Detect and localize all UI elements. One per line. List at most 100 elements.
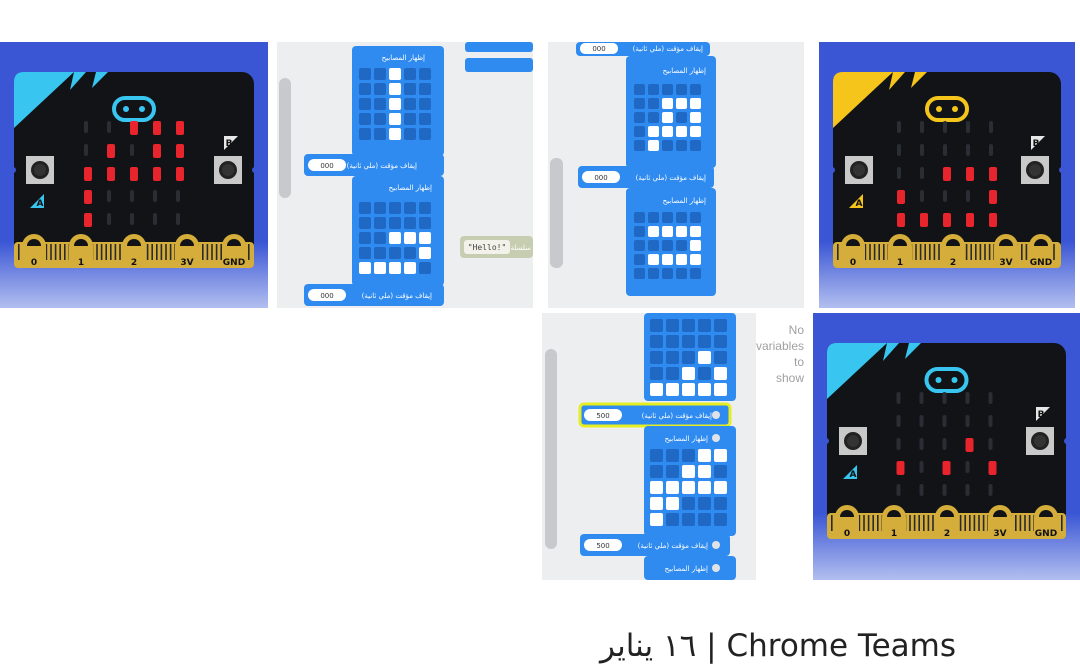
- led-toggle-cell[interactable]: [690, 212, 701, 223]
- pin-0[interactable]: 0: [841, 234, 865, 268]
- led-toggle-cell[interactable]: [662, 126, 673, 137]
- led-toggle-cell[interactable]: [648, 226, 659, 237]
- led-toggle-cell[interactable]: [714, 481, 727, 494]
- led-toggle-cell[interactable]: [648, 84, 659, 95]
- led-toggle-cell[interactable]: [682, 465, 695, 478]
- led-toggle-cell[interactable]: [650, 335, 663, 348]
- led-toggle-cell[interactable]: [648, 212, 659, 223]
- led-toggle-cell[interactable]: [682, 383, 695, 396]
- pin-2[interactable]: 2: [935, 505, 959, 539]
- led-toggle-cell[interactable]: [359, 247, 371, 259]
- led-toggle-cell[interactable]: [682, 449, 695, 462]
- button-a[interactable]: [26, 156, 54, 184]
- led-toggle-cell[interactable]: [714, 465, 727, 478]
- led-toggle-cell[interactable]: [404, 83, 416, 95]
- block-editor-2[interactable]: 000 إيقاف مؤقت (ملي ثانية) إظهار المصابي…: [548, 42, 804, 308]
- led-toggle-cell[interactable]: [374, 202, 386, 214]
- led-toggle-cell[interactable]: [698, 335, 711, 348]
- led-toggle-cell[interactable]: [698, 497, 711, 510]
- pin-1[interactable]: 1: [888, 234, 912, 268]
- led-toggle-cell[interactable]: [374, 83, 386, 95]
- led-toggle-cell[interactable]: [374, 98, 386, 110]
- led-toggle-cell[interactable]: [359, 217, 371, 229]
- led-toggle-cell[interactable]: [650, 449, 663, 462]
- led-toggle-cell[interactable]: [634, 140, 645, 151]
- led-toggle-cell[interactable]: [374, 232, 386, 244]
- led-toggle-cell[interactable]: [374, 128, 386, 140]
- led-toggle-cell[interactable]: [359, 128, 371, 140]
- pause-value-input[interactable]: [584, 539, 622, 551]
- led-toggle-cell[interactable]: [666, 351, 679, 364]
- led-toggle-cell[interactable]: [389, 202, 401, 214]
- pin-0[interactable]: 0: [835, 505, 859, 539]
- led-toggle-cell[interactable]: [650, 319, 663, 332]
- led-toggle-cell[interactable]: [634, 240, 645, 251]
- pin-gnd[interactable]: GND: [1029, 234, 1053, 268]
- led-toggle-cell[interactable]: [676, 226, 687, 237]
- microbit-logo-icon[interactable]: [112, 96, 156, 122]
- led-toggle-cell[interactable]: [690, 112, 701, 123]
- led-toggle-cell[interactable]: [714, 351, 727, 364]
- led-toggle-cell[interactable]: [666, 465, 679, 478]
- led-toggle-cell[interactable]: [374, 247, 386, 259]
- scrollbar[interactable]: [545, 349, 557, 549]
- button-b[interactable]: [1021, 156, 1049, 184]
- led-toggle-cell[interactable]: [419, 128, 431, 140]
- led-toggle-cell[interactable]: [676, 84, 687, 95]
- pin-3v[interactable]: 3V: [175, 234, 199, 268]
- led-toggle-cell[interactable]: [419, 83, 431, 95]
- pause-value-input[interactable]: [584, 409, 622, 421]
- led-toggle-cell[interactable]: [690, 126, 701, 137]
- led-toggle-cell[interactable]: [359, 113, 371, 125]
- led-toggle-cell[interactable]: [662, 254, 673, 265]
- led-toggle-cell[interactable]: [698, 383, 711, 396]
- led-toggle-cell[interactable]: [662, 240, 673, 251]
- scrollbar[interactable]: [550, 158, 563, 268]
- led-toggle-cell[interactable]: [634, 254, 645, 265]
- microbit-logo-icon[interactable]: [924, 367, 969, 393]
- led-toggle-cell[interactable]: [714, 513, 727, 526]
- led-toggle-cell[interactable]: [676, 268, 687, 279]
- led-toggle-cell[interactable]: [404, 68, 416, 80]
- led-toggle-cell[interactable]: [389, 98, 401, 110]
- led-toggle-cell[interactable]: [634, 126, 645, 137]
- led-toggle-cell[interactable]: [648, 254, 659, 265]
- led-toggle-cell[interactable]: [690, 254, 701, 265]
- led-toggle-cell[interactable]: [690, 140, 701, 151]
- led-toggle-cell[interactable]: [634, 226, 645, 237]
- led-toggle-cell[interactable]: [714, 367, 727, 380]
- led-toggle-cell[interactable]: [676, 98, 687, 109]
- breakpoint-icon[interactable]: [712, 564, 720, 572]
- led-toggle-cell[interactable]: [690, 84, 701, 95]
- pin-gnd[interactable]: GND: [222, 234, 246, 268]
- led-toggle-cell[interactable]: [359, 98, 371, 110]
- led-toggle-cell[interactable]: [662, 268, 673, 279]
- led-toggle-cell[interactable]: [650, 481, 663, 494]
- led-toggle-cell[interactable]: [389, 262, 401, 274]
- led-toggle-cell[interactable]: [682, 481, 695, 494]
- led-toggle-cell[interactable]: [698, 351, 711, 364]
- led-toggle-cell[interactable]: [359, 202, 371, 214]
- led-toggle-cell[interactable]: [682, 335, 695, 348]
- led-toggle-cell[interactable]: [666, 449, 679, 462]
- led-toggle-cell[interactable]: [698, 449, 711, 462]
- led-toggle-cell[interactable]: [419, 262, 431, 274]
- led-toggle-cell[interactable]: [690, 268, 701, 279]
- led-toggle-cell[interactable]: [648, 112, 659, 123]
- led-toggle-cell[interactable]: [359, 232, 371, 244]
- led-toggle-cell[interactable]: [404, 262, 416, 274]
- button-a[interactable]: [845, 156, 873, 184]
- led-toggle-cell[interactable]: [714, 319, 727, 332]
- led-toggle-cell[interactable]: [662, 84, 673, 95]
- button-b[interactable]: [214, 156, 242, 184]
- led-toggle-cell[interactable]: [374, 113, 386, 125]
- led-toggle-cell[interactable]: [389, 128, 401, 140]
- led-toggle-cell[interactable]: [666, 383, 679, 396]
- led-toggle-cell[interactable]: [648, 240, 659, 251]
- led-toggle-cell[interactable]: [634, 212, 645, 223]
- led-toggle-cell[interactable]: [648, 268, 659, 279]
- led-toggle-cell[interactable]: [404, 202, 416, 214]
- led-toggle-cell[interactable]: [389, 113, 401, 125]
- led-toggle-cell[interactable]: [634, 98, 645, 109]
- led-toggle-cell[interactable]: [676, 254, 687, 265]
